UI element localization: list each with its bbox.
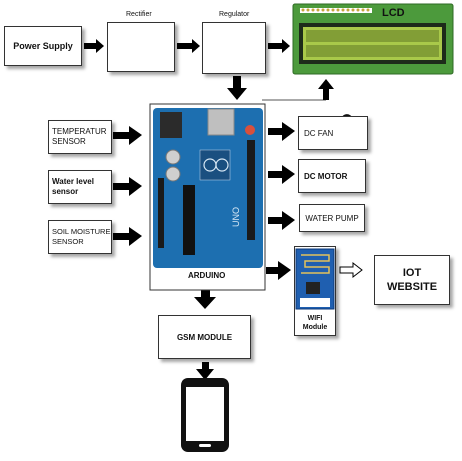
arduino-label: ARDUINO: [188, 271, 226, 280]
iot-website-line1: IOT: [402, 267, 422, 279]
rectifier-box: [107, 22, 175, 72]
water-pump-label: WATER PUMP: [305, 213, 359, 223]
phone-icon: [181, 378, 229, 452]
dc-motor-box: DC MOTOR: [298, 159, 366, 193]
arrow-temperature-to-arduino: [113, 126, 142, 145]
arrow-arduino-to-wifi: [266, 261, 291, 280]
digital-header: [247, 140, 255, 240]
power-supply-label: Power Supply: [13, 41, 73, 51]
lcd-label: LCD: [382, 7, 405, 19]
lcd-pin-holes: [301, 8, 370, 12]
wifi-module-box: WIFI Module: [294, 246, 336, 336]
water-level-sensor-line1: Water level: [52, 177, 94, 186]
gsm-module-label: GSM MODULE: [176, 332, 233, 342]
power-supply-box: Power Supply: [4, 26, 82, 66]
arrow-rectifier-to-regulator: [177, 39, 200, 53]
arrow-regulator-to-lcd: [268, 39, 290, 53]
regulator-box: [202, 22, 266, 74]
arrow-arduino-to-gsm: [194, 288, 216, 309]
arduino-logo: [203, 158, 229, 172]
usb-port: [207, 108, 235, 136]
regulator-title: Regulator: [219, 11, 250, 18]
wifi-module-line2: Module: [302, 324, 328, 331]
wifi-module-line1: WIFI: [307, 315, 323, 322]
gsm-module-box: GSM MODULE: [158, 315, 251, 359]
water-level-sensor-box: Water level sensor: [48, 170, 112, 204]
dc-fan-box: DC FAN: [298, 116, 368, 150]
temperature-sensor-line1: TEMPERATUR: [52, 127, 107, 136]
arrow-regulator-to-arduino: [227, 76, 247, 100]
analog-header: [158, 178, 164, 248]
arrow-arduino-to-motor: [268, 165, 295, 184]
arrow-arduino-to-fan: [268, 122, 295, 141]
dc-fan-label: DC FAN: [304, 128, 334, 138]
soil-moisture-sensor-line1: SOIL MOISTURE: [52, 227, 111, 236]
wifi-module-board: [295, 248, 335, 310]
rectifier-title: Rectifier: [126, 11, 152, 18]
dc-motor-label: DC MOTOR: [304, 171, 348, 181]
lcd-header-pins: [300, 8, 372, 13]
arrow-arduino-to-pump: [268, 211, 295, 230]
iot-website-line2: WEBSITE: [386, 281, 438, 293]
lcd-module: [292, 3, 454, 75]
arrow-power-to-rectifier: [84, 39, 104, 53]
arrow-wifi-to-iot: [339, 261, 363, 279]
reset-button: [245, 125, 255, 135]
water-level-sensor-line2: sensor: [52, 187, 79, 196]
arrow-soil-moisture-to-arduino: [113, 227, 142, 246]
iot-website-box: IOT WEBSITE: [374, 255, 450, 305]
temperature-sensor-line2: SENSOR: [52, 137, 86, 146]
soil-moisture-sensor-line2: SENSOR: [52, 237, 84, 246]
arduino-board-text: UNO: [231, 207, 241, 227]
water-pump-box: WATER PUMP: [299, 204, 365, 232]
soil-moisture-sensor-box: SOIL MOISTURE SENSOR: [48, 220, 112, 254]
arrow-gsm-to-phone: [196, 362, 214, 380]
atmega-chip: [183, 185, 195, 255]
temperature-sensor-box: TEMPERATUR SENSOR: [48, 120, 112, 154]
lcd-pixel-grid: [306, 30, 439, 57]
arrow-water-level-to-arduino: [113, 177, 142, 196]
power-jack: [160, 112, 182, 138]
arduino-board: [153, 108, 263, 268]
arrow-arduino-to-lcd: [262, 79, 334, 101]
